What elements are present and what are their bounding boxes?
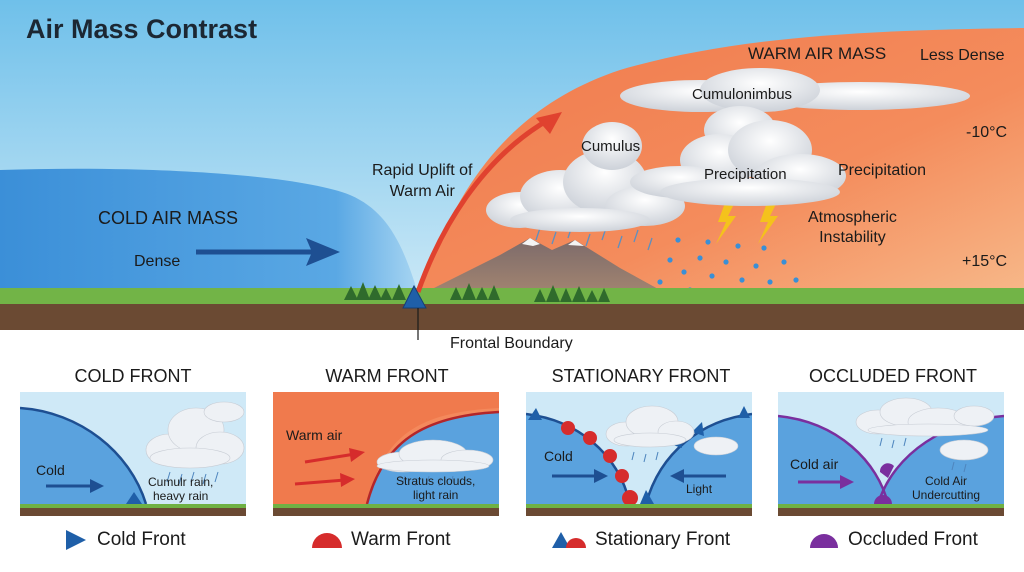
cold-air-mass [0, 168, 420, 300]
occluded-panel-cloud-label: Cold Air Undercutting [912, 474, 980, 502]
cold-panel-cloud-line-2: heavy rain [152, 489, 209, 503]
panel-title-occluded-front: OCCLUDED FRONT [808, 366, 977, 386]
stationary-panel-cloud-line-1: Light [686, 482, 713, 496]
frontal-boundary-label: Frontal Boundary [450, 335, 573, 352]
page-title: Air Mass Contrast [26, 14, 258, 44]
cold-air-mass-label: COLD AIR MASS [98, 208, 239, 228]
panel-title-stationary-front: STATIONARY FRONT [551, 366, 731, 386]
main-scene [0, 0, 1024, 340]
instability-line-1: Atmospheric [808, 209, 897, 226]
occluded-panel-cloud-line-2: Undercutting [912, 488, 981, 502]
occluded-panel-left-label: Cold air [790, 456, 839, 472]
warm-panel-cloud-line-2: light rain [413, 488, 459, 502]
instability-label: Atmospheric Instability [808, 208, 897, 248]
panel-title-cold-front: COLD FRONT [74, 366, 192, 386]
stationary-panel-cloud-label: Light [686, 482, 712, 496]
precipitation-cloud-label: Precipitation [704, 166, 787, 183]
warm-front-panel [273, 392, 499, 516]
warm-air-mass-label: WARM AIR MASS [748, 44, 887, 63]
warm-front-semicircle-icon [312, 533, 342, 548]
precipitation-side-label: Precipitation [838, 162, 927, 179]
rapid-uplift-label: Rapid Uplift of Warm Air [372, 160, 473, 202]
lightning-icon [716, 200, 736, 244]
cumulus-label: Cumulus [581, 138, 641, 155]
legend-occluded-front: Occluded Front [848, 529, 978, 550]
warm-panel-cloud-line-1: Stratus clouds, [396, 474, 476, 488]
cold-front-panel [20, 392, 246, 516]
rapid-uplift-line-1: Rapid Uplift of [372, 162, 473, 179]
rain-streaks [535, 225, 653, 251]
warm-panel-cloud-label: Stratus clouds, light rain [396, 474, 475, 502]
trees [344, 282, 610, 302]
legend-cold-front: Cold Front [97, 529, 186, 550]
stationary-front-icon [552, 532, 586, 548]
instability-line-2: Instability [819, 229, 886, 246]
occluded-front-panel [778, 392, 1004, 516]
cold-panel-cloud-line-1: Cumulr rain, [148, 475, 214, 489]
warm-panel-left-label: Warm air [286, 427, 343, 443]
cumulonimbus-cloud [620, 68, 970, 206]
cold-panel-left-label: Cold [36, 462, 65, 478]
legend-stationary-front: Stationary Front [595, 529, 731, 550]
temp-lower-label: +15°C [962, 253, 1008, 270]
rapid-uplift-line-2: Warm Air [389, 183, 455, 200]
occluded-front-icon [810, 534, 838, 548]
less-dense-label: Less Dense [920, 47, 1005, 64]
stationary-panel-left-label: Cold [544, 448, 573, 464]
cold-front-triangle-icon [66, 530, 86, 550]
panel-title-warm-front: WARM FRONT [325, 366, 449, 386]
uplift-arrow [415, 117, 550, 293]
lightning-icon [758, 200, 778, 244]
mountain [430, 238, 660, 290]
occluded-panel-cloud-line-1: Cold Air [925, 474, 968, 488]
cumulonimbus-label: Cumulonimbus [692, 86, 793, 103]
dense-label: Dense [134, 253, 181, 270]
cold-front-marker-icon [402, 284, 427, 309]
stationary-front-panel [526, 392, 752, 516]
temp-upper-label: -10°C [966, 124, 1008, 141]
legend-warm-front: Warm Front [351, 529, 451, 550]
cold-panel-cloud-label: Cumulr rain, heavy rain [148, 475, 213, 503]
